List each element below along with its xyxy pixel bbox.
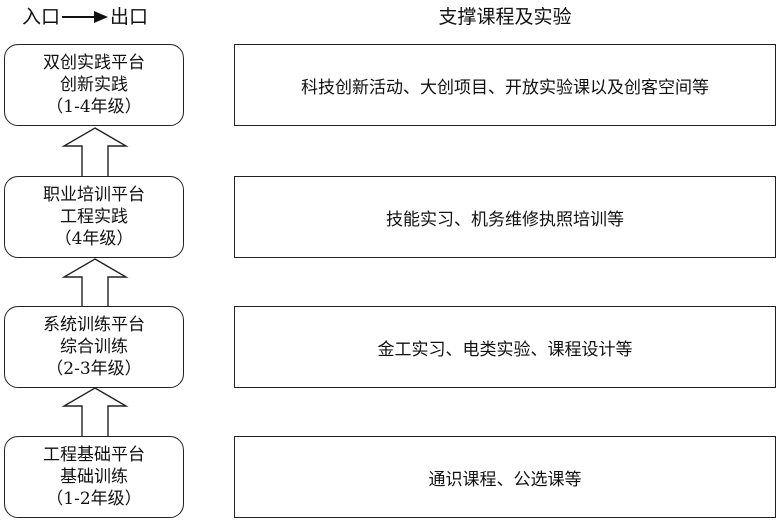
course-box-innovation: 科技创新活动、大创项目、开放实验课以及创客空间等 bbox=[234, 44, 776, 126]
course-text: 通识课程、公选课等 bbox=[428, 469, 582, 490]
course-box-foundation: 通识课程、公选课等 bbox=[234, 436, 776, 518]
header-right-arrow-icon bbox=[62, 11, 108, 23]
stage-grade: （4年级） bbox=[54, 229, 134, 249]
stage-subtitle: 综合训练 bbox=[60, 337, 128, 357]
stage-grade: （2-3年级） bbox=[46, 359, 142, 379]
stage-subtitle: 创新实践 bbox=[60, 75, 128, 95]
stage-subtitle: 基础训练 bbox=[60, 467, 128, 487]
stage-title: 职业培训平台 bbox=[43, 185, 145, 205]
stage-grade: （1-4年级） bbox=[46, 97, 142, 117]
stage-title: 双创实践平台 bbox=[43, 53, 145, 73]
header-flow-legend: 入口 出口 bbox=[22, 4, 148, 30]
course-box-system: 金工实习、电类实验、课程设计等 bbox=[234, 306, 776, 388]
course-text: 金工实习、电类实验、课程设计等 bbox=[377, 339, 633, 360]
header-exit-label: 出口 bbox=[110, 6, 149, 28]
stage-title: 工程基础平台 bbox=[43, 445, 145, 465]
course-box-vocational: 技能实习、机务维修执照培训等 bbox=[234, 176, 776, 258]
stage-box-vocational: 职业培训平台 工程实践 （4年级） bbox=[4, 176, 184, 258]
up-arrow-icon bbox=[61, 387, 129, 439]
course-text: 技能实习、机务维修执照培训等 bbox=[386, 209, 624, 230]
up-arrow-icon bbox=[61, 127, 129, 179]
stage-box-system: 系统训练平台 综合训练 （2-3年级） bbox=[4, 306, 184, 388]
course-text: 科技创新活动、大创项目、开放实验课以及创客空间等 bbox=[301, 77, 709, 98]
header-entry-label: 入口 bbox=[22, 6, 61, 28]
stage-box-foundation: 工程基础平台 基础训练 （1-2年级） bbox=[4, 436, 184, 518]
stage-subtitle: 工程实践 bbox=[60, 207, 128, 227]
stage-box-innovation: 双创实践平台 创新实践 （1-4年级） bbox=[4, 44, 184, 126]
stage-grade: （1-2年级） bbox=[46, 489, 142, 509]
up-arrow-icon bbox=[61, 258, 129, 310]
stage-title: 系统训练平台 bbox=[43, 315, 145, 335]
header-courses-title: 支撑课程及实验 bbox=[438, 6, 572, 28]
